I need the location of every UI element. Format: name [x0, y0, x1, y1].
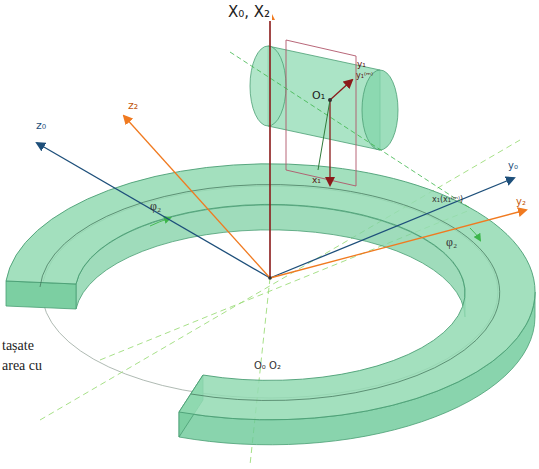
origin-dot [328, 98, 332, 102]
axis-label: x₁(x₁⁽ᵐ⁾) [432, 196, 463, 205]
y2-axis [270, 210, 526, 278]
axis-label: y₂ [516, 196, 526, 207]
page-text: area cu [2, 358, 42, 373]
page-text: tașate [2, 338, 34, 353]
cylinder-axis [230, 52, 470, 208]
x1-axis [329, 100, 330, 185]
axis-label: X₀, X₂ [226, 4, 272, 21]
axis-label: y₀ [508, 160, 518, 171]
axis-label: z₂ [128, 100, 138, 112]
origin-dot [268, 276, 272, 280]
leader-line [318, 100, 330, 170]
cylinder-end [362, 70, 398, 150]
angle-label: φ₂ [446, 236, 457, 249]
ring-end-face [6, 281, 76, 309]
origin-label: O₁ [312, 90, 325, 102]
frame-rectangle [286, 40, 356, 186]
z0-axis [37, 143, 270, 278]
axis-label: y₁⁽ᵐ⁾ [356, 72, 373, 81]
axis-label: x₁ [312, 176, 321, 186]
x0-axis [269, 12, 271, 278]
angle-label: φ₂ [150, 200, 161, 213]
axis-label: z₀ [36, 120, 46, 132]
z2-axis [124, 116, 270, 278]
axis-label: y₁ [357, 60, 366, 70]
cylinder-end [250, 46, 286, 126]
y1-axis [330, 80, 352, 100]
y0-axis [270, 178, 514, 278]
origin-label: O₀ O₂ [254, 360, 281, 371]
